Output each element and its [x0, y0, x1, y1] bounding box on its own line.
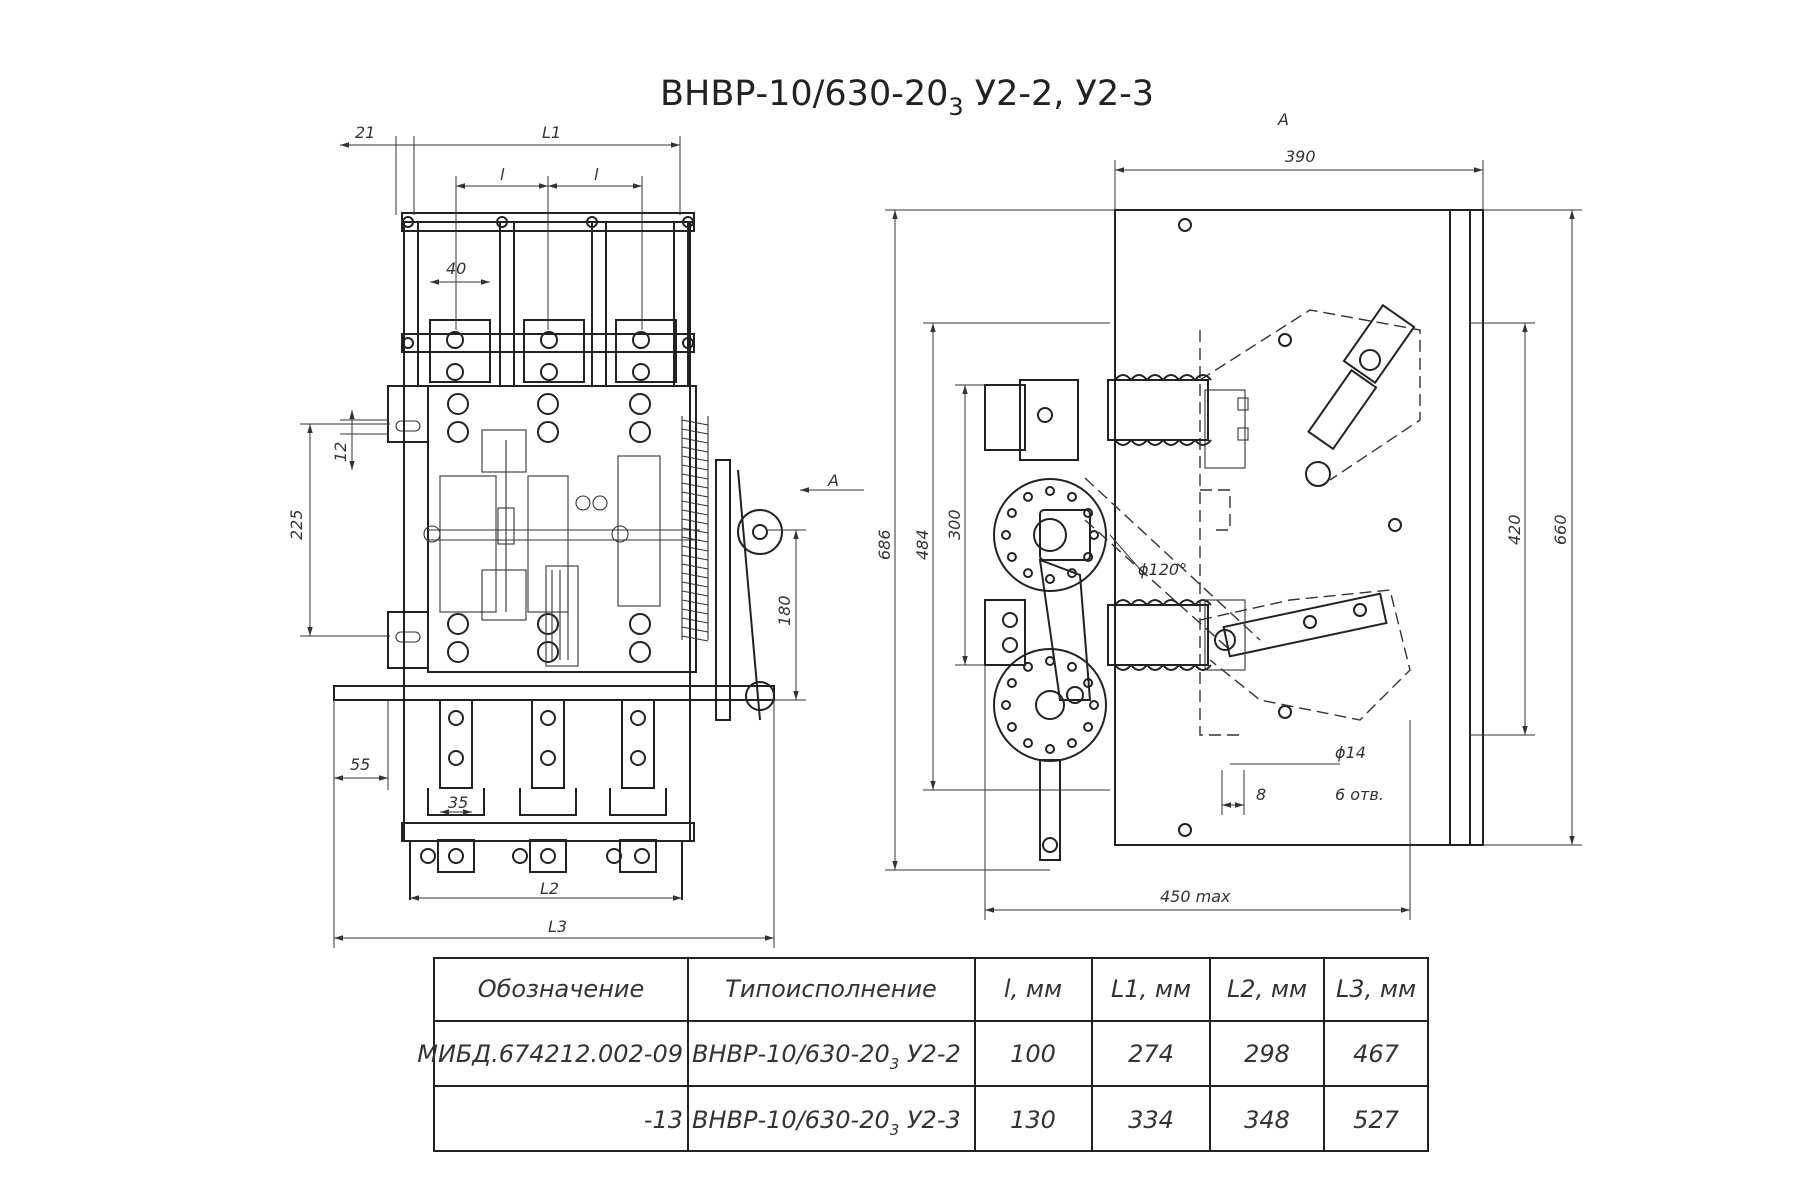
dim-55: 55: [350, 755, 370, 774]
insulator-upper: [1107, 379, 1209, 441]
dim-420: 420: [1505, 514, 1524, 545]
dim-300: 300: [945, 509, 964, 540]
table-row-2-L2: 348: [1244, 1106, 1290, 1134]
dim-390: 390: [1285, 147, 1316, 166]
side-view: A: [984, 110, 1484, 861]
table-row-1-designation: МИБД.674212.002-09: [417, 1040, 683, 1068]
dim-484: 484: [913, 529, 932, 560]
dim-12: 12: [331, 442, 350, 462]
table-row-2-L1: 334: [1128, 1106, 1174, 1134]
parameters-table: Обозначение Типоисполнение l, мм L1, мм …: [417, 957, 1429, 1152]
front-view-dimensions: 21 L1 l l 40 12 225 180 A 55 35 L2 L3: [287, 123, 864, 948]
dim-660: 660: [1551, 514, 1570, 545]
table-header-L1: L1, мм: [1111, 975, 1191, 1003]
table-row-1-L1: 274: [1128, 1040, 1174, 1068]
dim-phi14: ϕ14: [1335, 743, 1366, 762]
table-row-1-l: 100: [1010, 1040, 1056, 1068]
side-view-label: A: [1277, 110, 1289, 129]
table-row-2-l: 130: [1010, 1106, 1056, 1134]
dim-40: 40: [446, 259, 466, 278]
view-arrow-A: A: [827, 471, 839, 490]
dim-l-right: l: [594, 165, 599, 184]
table-row-2-designation: -13: [644, 1106, 683, 1134]
dim-phi120: ϕ120°: [1138, 560, 1187, 579]
dim-686: 686: [875, 529, 894, 560]
table-header-type: Типоисполнение: [725, 975, 937, 1003]
dim-L1: L1: [542, 123, 561, 142]
dim-l-left: l: [500, 165, 505, 184]
side-view-dimensions: 390 686 484 300 420 660 ϕ120° ϕ14 6 отв.…: [875, 147, 1582, 920]
table-header-L2: L2, мм: [1227, 975, 1307, 1003]
dim-holes: 6 отв.: [1335, 785, 1384, 804]
table-header-L3: L3, мм: [1336, 975, 1416, 1003]
drawing-title: ВНВР-10/630-203 У2-2, У2-3: [660, 74, 1154, 121]
table-row-2-type: ВНВР-10/630-203 У2-3: [692, 1106, 961, 1139]
table-row-1-L2: 298: [1244, 1040, 1290, 1068]
dim-L2: L2: [540, 879, 559, 898]
dim-225: 225: [287, 509, 306, 540]
table-row-1-L3: 467: [1353, 1040, 1400, 1068]
table-row-2-L3: 527: [1353, 1106, 1400, 1134]
table-header-l: l, мм: [1004, 975, 1062, 1003]
dim-8: 8: [1256, 785, 1266, 804]
dim-21: 21: [355, 123, 375, 142]
front-view: [333, 212, 783, 900]
table-header-designation: Обозначение: [478, 975, 645, 1003]
dim-L3: L3: [548, 917, 567, 936]
dim-180: 180: [775, 595, 794, 626]
dim-35: 35: [448, 793, 468, 812]
insulator-lower: [1107, 604, 1209, 666]
dim-450-max: 450 max: [1160, 887, 1231, 906]
table-row-1-type: ВНВР-10/630-203 У2-2: [692, 1040, 961, 1073]
